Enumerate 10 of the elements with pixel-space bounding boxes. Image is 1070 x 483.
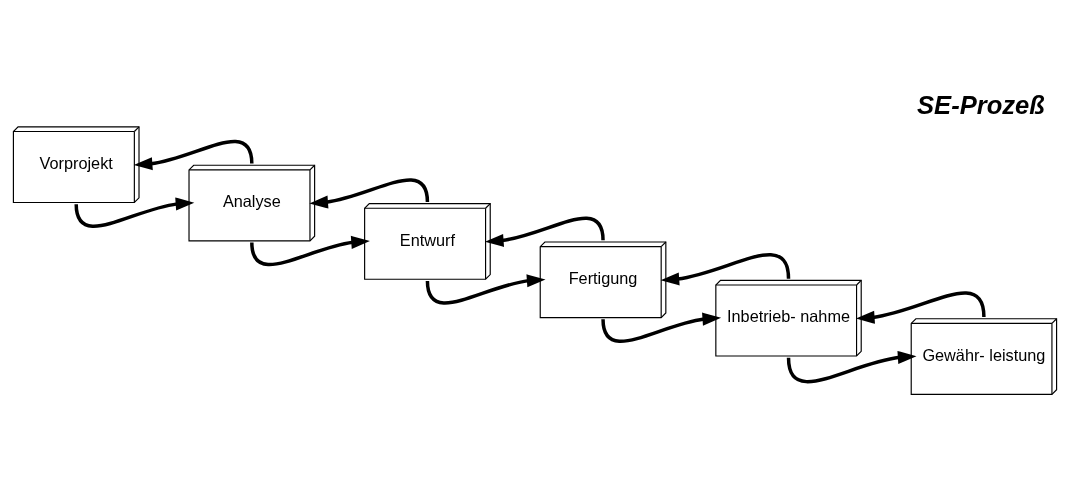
arrow [786, 350, 917, 383]
arrow [425, 273, 546, 304]
diagram-title: SE-Prozeß [917, 90, 1045, 119]
arrow [484, 216, 605, 247]
arrow [660, 252, 791, 285]
arrow [601, 312, 722, 343]
arrow [133, 139, 254, 170]
arrow [250, 235, 370, 266]
arrow [855, 291, 986, 324]
arrow [309, 177, 430, 209]
